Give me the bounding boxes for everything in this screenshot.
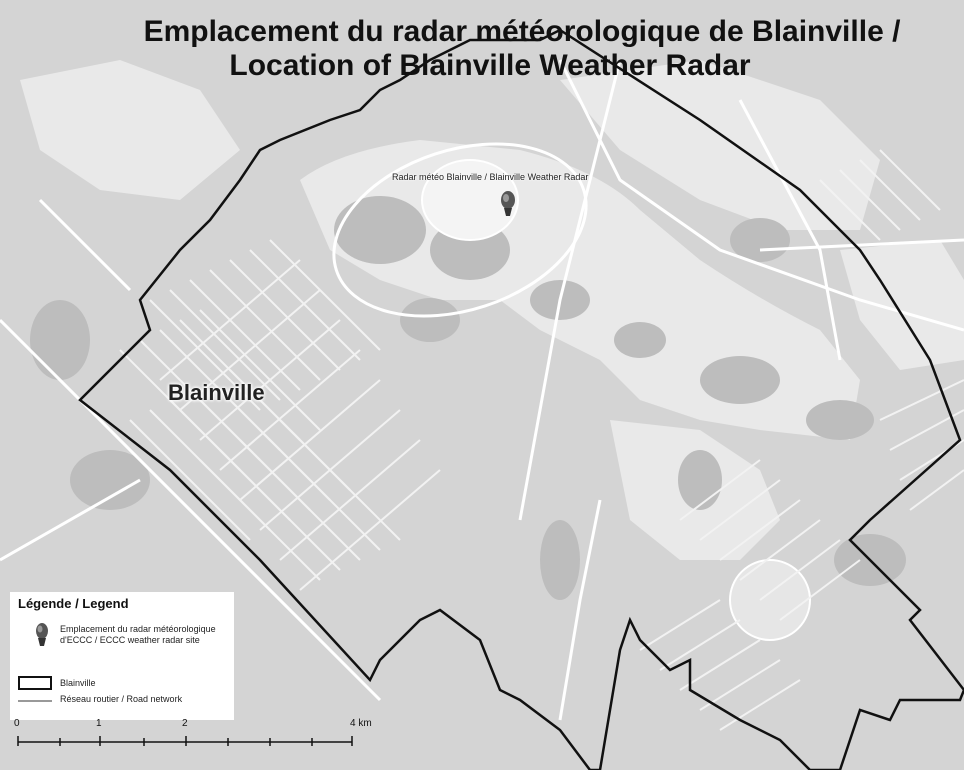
scale-bar-labels: 0 1 2 4 km xyxy=(10,718,390,758)
radar-site-label: Radar météo Blainville / Blainville Weat… xyxy=(392,172,589,182)
scale-tick-0: 0 xyxy=(14,718,20,729)
legend-item-radar-site: Emplacement du radar météorologique d'EC… xyxy=(60,624,216,645)
boundary-box-icon xyxy=(18,676,52,690)
scale-bar xyxy=(17,736,353,746)
scale-tick-1: 1 xyxy=(96,718,102,729)
radar-marker-icon xyxy=(36,623,48,646)
radar-marker-icon[interactable] xyxy=(498,190,518,218)
blainville-boundary xyxy=(78,28,964,770)
scale-tick-2: 2 xyxy=(182,718,188,729)
scale-tick-4km: 4 km xyxy=(350,718,372,729)
road-line-icon xyxy=(18,700,52,702)
map-title-french: Emplacement du radar météorologique de B… xyxy=(143,15,901,48)
map-legend: Légende / Legend Emplacement du radar mé… xyxy=(10,592,234,720)
legend-item-boundary: Blainville xyxy=(60,678,96,688)
legend-item-road-network: Réseau routier / Road network xyxy=(60,694,183,704)
road-network xyxy=(0,59,964,721)
street-grid-west xyxy=(119,239,441,591)
map-title-english: Location of Blainville Weather Radar xyxy=(229,49,751,82)
legend-title: Légende / Legend xyxy=(18,596,129,611)
street-grid-east xyxy=(639,149,964,731)
town-label-blainville: Blainville xyxy=(168,380,265,405)
